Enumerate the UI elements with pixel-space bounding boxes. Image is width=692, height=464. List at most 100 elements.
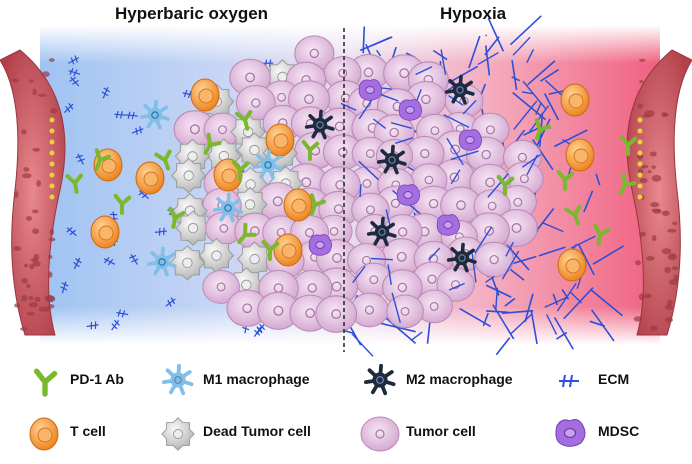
vessel-pore bbox=[13, 191, 19, 198]
ecm-fiber bbox=[415, 66, 433, 76]
ecm-fiber bbox=[440, 49, 447, 75]
macrophage-nucleus bbox=[388, 156, 396, 164]
ecm-fiber bbox=[111, 319, 120, 331]
pd1-antibody bbox=[231, 159, 250, 182]
vessel-pore bbox=[647, 170, 652, 174]
ecm-fiber bbox=[535, 118, 551, 148]
tumor-cell-nucleus bbox=[245, 72, 256, 83]
title-hypoxia: Hypoxia bbox=[440, 4, 507, 23]
tumor-cell-nucleus bbox=[189, 124, 200, 135]
tumor-cell-nucleus bbox=[329, 226, 339, 236]
tumor-cell-nucleus bbox=[375, 429, 385, 439]
ecm-strand bbox=[63, 102, 74, 113]
ecm-fiber bbox=[501, 250, 520, 280]
macrophage-nucleus bbox=[174, 376, 182, 384]
macrophage-nucleus bbox=[458, 254, 466, 262]
tumor-cell-nucleus bbox=[399, 68, 410, 79]
ecm-fiber bbox=[592, 245, 624, 265]
ecm-fiber bbox=[528, 105, 550, 134]
ecm-fiber bbox=[546, 314, 558, 335]
t-cell-nucleus bbox=[573, 148, 589, 164]
pd1-antibody bbox=[154, 149, 172, 171]
t-cell-nucleus bbox=[273, 133, 289, 149]
antibody-shape bbox=[234, 110, 253, 131]
vessel-pore bbox=[651, 235, 657, 242]
tumor-cell bbox=[474, 241, 515, 278]
antibody-shape bbox=[154, 149, 172, 171]
ecm-fiber bbox=[253, 326, 263, 337]
ecm-fiber bbox=[380, 93, 399, 102]
vessel-pore bbox=[48, 58, 55, 62]
legend-label-pd1-ab: PD-1 Ab bbox=[70, 371, 124, 387]
tumor-cell-nucleus bbox=[397, 227, 408, 237]
pd1-antibody bbox=[564, 204, 582, 226]
vessel-pore bbox=[667, 253, 677, 261]
t-cell-nucleus bbox=[565, 258, 581, 274]
macrophage-nucleus bbox=[264, 161, 272, 169]
macrophage-nucleus bbox=[151, 111, 159, 119]
ecm-fiber bbox=[495, 337, 511, 356]
vessel-endothelial-dot bbox=[637, 194, 643, 200]
ecm-strand bbox=[165, 297, 176, 307]
ecm-fiber bbox=[432, 49, 448, 61]
macrophage-body bbox=[374, 224, 390, 240]
tumor-cell-nucleus bbox=[333, 204, 344, 214]
ecm-strand bbox=[131, 126, 144, 136]
macrophage-nucleus bbox=[376, 376, 384, 384]
t-cell-nucleus bbox=[221, 168, 237, 184]
tumor-cell-nucleus bbox=[338, 147, 348, 157]
vessel-endothelial-dot bbox=[637, 150, 643, 156]
t-cell-nucleus bbox=[98, 225, 114, 241]
legend-label-t-cell: T cell bbox=[70, 423, 106, 439]
antibody-shape bbox=[496, 174, 515, 197]
tumor-cell-nucleus bbox=[517, 152, 527, 162]
pd1-antibody bbox=[237, 222, 257, 244]
tumor-cell-nucleus bbox=[513, 197, 523, 207]
ecm-fiber bbox=[589, 288, 624, 317]
antibody-shape bbox=[65, 173, 84, 194]
legend-label-mdsc: MDSC bbox=[598, 423, 640, 439]
t-cell bbox=[213, 158, 243, 192]
ecm-strand bbox=[68, 68, 81, 77]
vessel-pore bbox=[19, 327, 28, 331]
ecm-fiber bbox=[526, 49, 535, 63]
tumor-cell-nucleus bbox=[430, 126, 440, 136]
tumor-cell-nucleus bbox=[489, 254, 499, 265]
t-cell bbox=[90, 215, 120, 249]
ecm-fiber bbox=[505, 241, 514, 257]
t-cell bbox=[283, 188, 313, 222]
dead-cell-nucleus bbox=[187, 151, 198, 162]
vessel-pore bbox=[639, 58, 646, 62]
dead-cell-nucleus bbox=[182, 257, 193, 269]
ecm-fiber bbox=[376, 49, 382, 57]
vessel-pore bbox=[37, 93, 48, 97]
legend-label-dead-tumor-cell: Dead Tumor cell bbox=[203, 423, 311, 439]
vessel-pore bbox=[21, 294, 28, 302]
pd1-antibody bbox=[618, 172, 637, 195]
dead-tumor-cell bbox=[161, 417, 195, 451]
ecm-strand bbox=[253, 326, 263, 337]
ecm-strand bbox=[559, 374, 579, 388]
tumor-cell-nucleus bbox=[484, 225, 495, 236]
vessel-pore bbox=[21, 173, 32, 179]
ecm-strand bbox=[69, 76, 80, 87]
ecm-fiber bbox=[590, 309, 615, 342]
ecm-fiber bbox=[391, 292, 401, 324]
tumor-cell-nucleus bbox=[369, 275, 379, 285]
vessel-pore bbox=[673, 274, 679, 282]
ecm-fiber bbox=[535, 102, 542, 115]
ecm-fiber bbox=[521, 91, 533, 95]
ecm-fiber bbox=[371, 257, 393, 261]
tumor-cell-nucleus bbox=[307, 283, 317, 293]
ecm-fiber bbox=[487, 17, 505, 52]
ecm-fiber bbox=[359, 36, 393, 52]
tumor-cell-nucleus bbox=[305, 308, 315, 319]
ecm-fiber bbox=[504, 297, 516, 307]
ecm-strand bbox=[129, 253, 139, 265]
vessel-pore bbox=[48, 304, 55, 309]
ecm-fiber bbox=[352, 265, 366, 284]
dead-cell-nucleus bbox=[249, 144, 260, 156]
tumor-cell bbox=[386, 294, 424, 329]
tumor-cell-nucleus bbox=[363, 67, 374, 78]
